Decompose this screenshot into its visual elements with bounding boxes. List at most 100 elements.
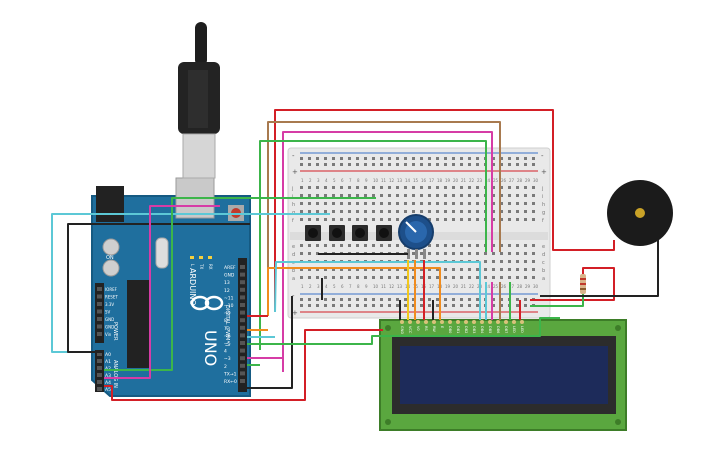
- breadboard-hole[interactable]: [516, 202, 519, 205]
- breadboard-hole[interactable]: [468, 298, 471, 301]
- breadboard-hole[interactable]: [452, 268, 455, 271]
- breadboard-hole[interactable]: [372, 163, 375, 166]
- breadboard-hole[interactable]: [380, 163, 383, 166]
- breadboard-hole[interactable]: [316, 194, 319, 197]
- header-pin[interactable]: [97, 359, 102, 363]
- wire-red-top[interactable]: [274, 109, 615, 312]
- breadboard-hole[interactable]: [308, 202, 311, 205]
- breadboard-hole[interactable]: [516, 210, 519, 213]
- breadboard-hole[interactable]: [500, 304, 503, 307]
- breadboard-hole[interactable]: [364, 194, 367, 197]
- breadboard-hole[interactable]: [460, 163, 463, 166]
- breadboard-hole[interactable]: [428, 202, 431, 205]
- breadboard-hole[interactable]: [356, 163, 359, 166]
- breadboard-hole[interactable]: [348, 163, 351, 166]
- breadboard-hole[interactable]: [428, 276, 431, 279]
- breadboard-hole[interactable]: [356, 210, 359, 213]
- breadboard-hole[interactable]: [308, 298, 311, 301]
- breadboard-hole[interactable]: [436, 252, 439, 255]
- breadboard-hole[interactable]: [476, 210, 479, 213]
- breadboard-hole[interactable]: [492, 268, 495, 271]
- breadboard-hole[interactable]: [460, 268, 463, 271]
- breadboard-hole[interactable]: [340, 194, 343, 197]
- breadboard-hole[interactable]: [340, 244, 343, 247]
- breadboard-hole[interactable]: [532, 244, 535, 247]
- breadboard-hole[interactable]: [316, 157, 319, 160]
- header-pin[interactable]: [97, 302, 102, 306]
- breadboard-hole[interactable]: [492, 304, 495, 307]
- breadboard-hole[interactable]: [436, 163, 439, 166]
- breadboard-hole[interactable]: [468, 276, 471, 279]
- breadboard-hole[interactable]: [420, 268, 423, 271]
- breadboard-hole[interactable]: [524, 298, 527, 301]
- header-pin[interactable]: [97, 352, 102, 356]
- breadboard-hole[interactable]: [396, 194, 399, 197]
- breadboard-hole[interactable]: [300, 252, 303, 255]
- breadboard-hole[interactable]: [404, 186, 407, 189]
- breadboard-hole[interactable]: [412, 194, 415, 197]
- breadboard-hole[interactable]: [516, 163, 519, 166]
- breadboard-hole[interactable]: [492, 252, 495, 255]
- breadboard-hole[interactable]: [308, 218, 311, 221]
- breadboard-hole[interactable]: [492, 163, 495, 166]
- breadboard-hole[interactable]: [340, 186, 343, 189]
- breadboard-hole[interactable]: [372, 194, 375, 197]
- breadboard-hole[interactable]: [348, 194, 351, 197]
- breadboard-hole[interactable]: [412, 202, 415, 205]
- wire-magenta-top[interactable]: [282, 131, 493, 372]
- breadboard-hole[interactable]: [412, 157, 415, 160]
- breadboard-hole[interactable]: [516, 194, 519, 197]
- breadboard-hole[interactable]: [316, 276, 319, 279]
- breadboard-hole[interactable]: [484, 260, 487, 263]
- breadboard-hole[interactable]: [452, 202, 455, 205]
- breadboard-hole[interactable]: [452, 244, 455, 247]
- breadboard-hole[interactable]: [412, 268, 415, 271]
- wire-green-lcd[interactable]: [247, 317, 560, 345]
- breadboard-hole[interactable]: [500, 252, 503, 255]
- breadboard-hole[interactable]: [532, 210, 535, 213]
- breadboard-hole[interactable]: [412, 252, 415, 255]
- breadboard-hole[interactable]: [444, 210, 447, 213]
- breadboard-hole[interactable]: [420, 298, 423, 301]
- header-pin[interactable]: [97, 366, 102, 370]
- breadboard-hole[interactable]: [428, 210, 431, 213]
- breadboard-hole[interactable]: [500, 157, 503, 160]
- breadboard-hole[interactable]: [324, 163, 327, 166]
- breadboard-hole[interactable]: [412, 186, 415, 189]
- breadboard-hole[interactable]: [428, 304, 431, 307]
- lcd-pin[interactable]: [456, 320, 460, 324]
- breadboard-hole[interactable]: [324, 218, 327, 221]
- breadboard-hole[interactable]: [372, 298, 375, 301]
- breadboard-hole[interactable]: [500, 268, 503, 271]
- breadboard-hole[interactable]: [492, 186, 495, 189]
- breadboard-hole[interactable]: [468, 157, 471, 160]
- breadboard-hole[interactable]: [428, 218, 431, 221]
- breadboard-hole[interactable]: [516, 252, 519, 255]
- breadboard-hole[interactable]: [372, 268, 375, 271]
- breadboard-hole[interactable]: [468, 202, 471, 205]
- breadboard-hole[interactable]: [396, 186, 399, 189]
- breadboard-hole[interactable]: [492, 210, 495, 213]
- wire-red-resistor[interactable]: [530, 267, 615, 301]
- lcd-pin[interactable]: [440, 320, 444, 324]
- breadboard-hole[interactable]: [460, 202, 463, 205]
- breadboard-hole[interactable]: [380, 157, 383, 160]
- lcd-pin[interactable]: [512, 320, 516, 324]
- breadboard-hole[interactable]: [444, 163, 447, 166]
- push-button-2[interactable]: [329, 225, 345, 241]
- breadboard-hole[interactable]: [388, 276, 391, 279]
- breadboard-hole[interactable]: [524, 260, 527, 263]
- breadboard-hole[interactable]: [468, 304, 471, 307]
- breadboard-hole[interactable]: [476, 202, 479, 205]
- lcd-pin[interactable]: [520, 320, 524, 324]
- breadboard-hole[interactable]: [300, 276, 303, 279]
- breadboard-hole[interactable]: [484, 268, 487, 271]
- header-pin[interactable]: [97, 309, 102, 314]
- breadboard-hole[interactable]: [364, 210, 367, 213]
- breadboard-hole[interactable]: [396, 218, 399, 221]
- breadboard-hole[interactable]: [372, 210, 375, 213]
- breadboard-hole[interactable]: [444, 304, 447, 307]
- breadboard-hole[interactable]: [468, 210, 471, 213]
- breadboard-hole[interactable]: [308, 244, 311, 247]
